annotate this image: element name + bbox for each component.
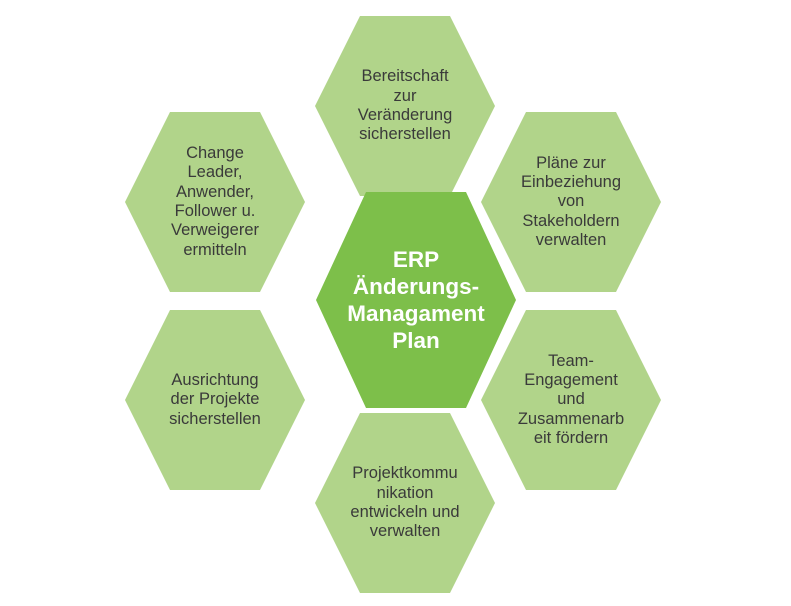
hexagon-node-projektkommunikation[interactable]: Projektkommu nikation entwickeln und ver… [311, 410, 499, 596]
hexagon-label: Bereitschaft zur Veränderung sicherstell… [357, 67, 453, 144]
hexagon-label: Team- Engagement und Zusammenarb eit för… [517, 351, 625, 447]
hexagon-node-center-erp-plan[interactable]: ERP Änderungs- Managament Plan [312, 189, 520, 411]
hexagon-label: Projektkommu nikation entwickeln und ver… [350, 464, 460, 541]
hexagon-node-stakeholder-plaene[interactable]: Pläne zur Einbeziehung von Stakeholdern … [477, 109, 665, 295]
hexagon-fill: Projektkommu nikation entwickeln und ver… [315, 413, 495, 593]
hexagon-fill: ERP Änderungs- Managament Plan [316, 192, 516, 408]
hexagon-node-team-engagement[interactable]: Team- Engagement und Zusammenarb eit för… [477, 307, 665, 493]
hexagon-fill: Ausrichtung der Projekte sicherstellen [125, 310, 305, 490]
center-hexagon-label: ERP Änderungs- Managament Plan [347, 247, 485, 353]
hexagon-node-change-rollen[interactable]: Change Leader, Anwender, Follower u. Ver… [121, 109, 309, 295]
hexagon-label: Change Leader, Anwender, Follower u. Ver… [170, 144, 260, 259]
hexagon-fill: Change Leader, Anwender, Follower u. Ver… [125, 112, 305, 292]
hexagon-fill: Bereitschaft zur Veränderung sicherstell… [315, 16, 495, 196]
hexagon-label: Pläne zur Einbeziehung von Stakeholdern … [521, 153, 621, 249]
hexagon-fill: Team- Engagement und Zusammenarb eit för… [481, 310, 661, 490]
hexagon-node-bereitschaft[interactable]: Bereitschaft zur Veränderung sicherstell… [311, 13, 499, 199]
hexagon-label: Ausrichtung der Projekte sicherstellen [169, 371, 261, 428]
hexagon-node-ausrichtung-projekte[interactable]: Ausrichtung der Projekte sicherstellen [121, 307, 309, 493]
hexagon-fill: Pläne zur Einbeziehung von Stakeholdern … [481, 112, 661, 292]
